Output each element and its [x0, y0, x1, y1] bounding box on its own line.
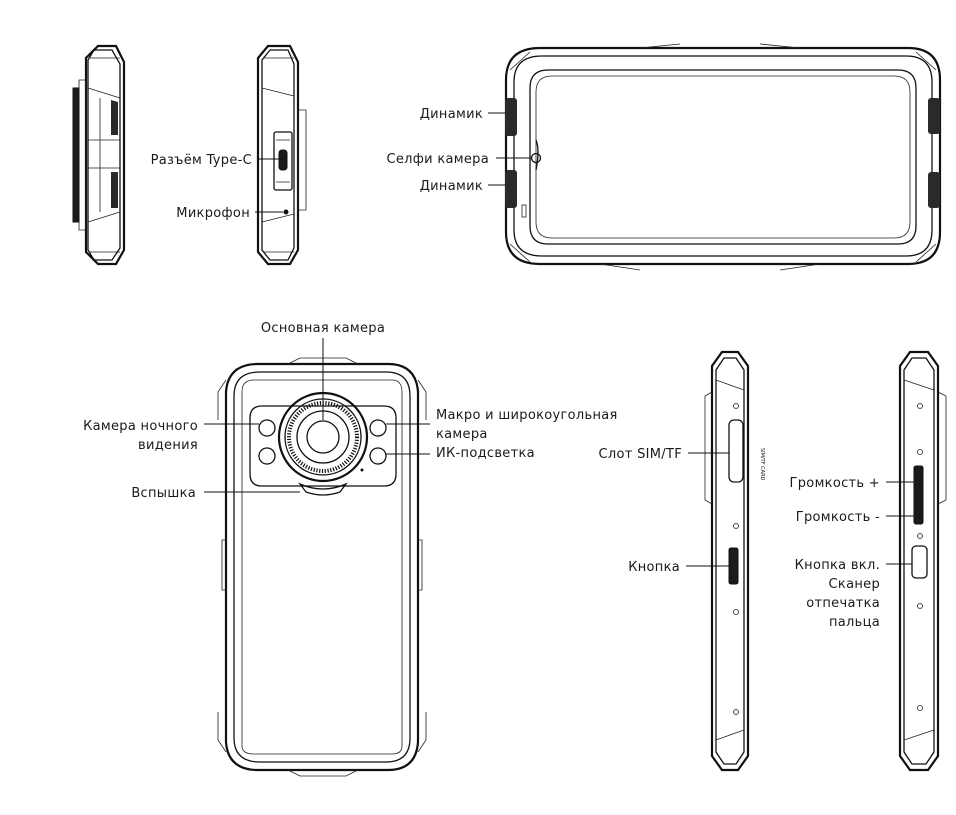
side-view-buttons [898, 350, 947, 772]
sim-tray-text: SIM/TF CARD [759, 448, 765, 481]
label-power-1: Кнопка вкл. [795, 558, 880, 573]
label-macro-1: Макро и широкоугольная [436, 408, 618, 423]
side-view-sim: SIM/TF CARD [704, 350, 765, 772]
label-main-camera: Основная камера [261, 321, 385, 336]
label-speaker-top: Динамик [420, 107, 483, 122]
front-view [504, 43, 942, 271]
leader-lines [204, 112, 914, 567]
side-view-left [72, 44, 126, 266]
label-power-3: отпечатка [806, 596, 880, 611]
label-button: Кнопка [628, 560, 680, 575]
label-macro-2: камера [436, 427, 488, 442]
callout-labels: Динамик Селфи камера Динамик Разъём Type… [83, 107, 880, 630]
label-volume-up: Громкость + [790, 476, 880, 491]
label-type-c: Разъём Type-C [151, 153, 252, 168]
label-power-2: Сканер [829, 577, 880, 592]
label-speaker-bottom: Динамик [420, 179, 483, 194]
label-flash: Вспышка [131, 486, 196, 501]
back-view [217, 357, 427, 777]
label-volume-down: Громкость - [796, 510, 880, 525]
label-power-4: пальца [829, 615, 880, 630]
label-selfie-camera: Селфи камера [386, 152, 489, 167]
label-microphone: Микрофон [176, 206, 250, 221]
label-night-camera-2: видения [138, 438, 198, 453]
label-night-camera-1: Камера ночного [83, 419, 198, 434]
label-ir: ИК-подсветка [436, 446, 535, 461]
side-view-bottom [256, 44, 307, 266]
label-sim-slot: Слот SIM/TF [599, 447, 682, 462]
